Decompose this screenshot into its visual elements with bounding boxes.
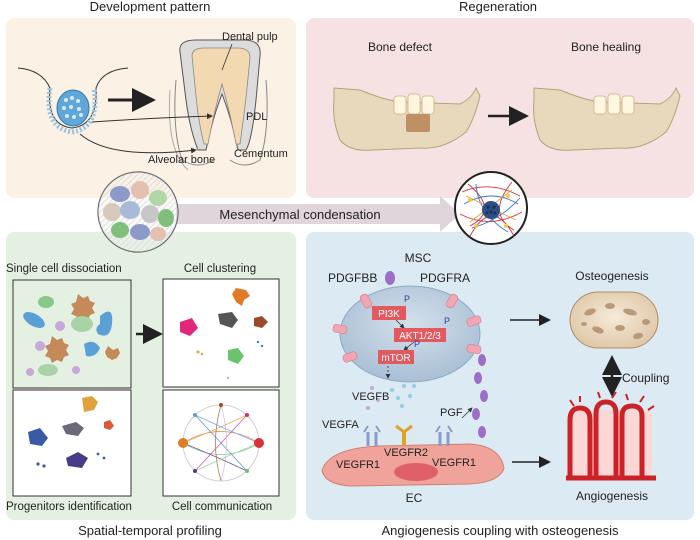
single-cell-box [12, 279, 132, 389]
tooth-bud-illustration [17, 67, 129, 135]
vegfb-label: VEGFB [352, 391, 389, 403]
bone-healing-label: Bone healing [571, 40, 641, 54]
ec-nucleus [394, 463, 438, 481]
condensation-arrow [176, 196, 460, 232]
progenitors-box [12, 389, 132, 497]
alveolar-bone-label: Alveolar bone [148, 154, 215, 166]
pi3k-label: PI3K [378, 309, 400, 320]
communication-label: Cell communication [172, 501, 272, 513]
osteogenesis-label: Osteogenesis [575, 269, 648, 283]
vegfr1-right-label: VEGFR1 [432, 457, 476, 469]
vegfr-receptors [363, 424, 453, 446]
akt-to-mtor-arrow [403, 341, 415, 351]
vegfa-label: VEGFA [322, 419, 359, 431]
condensation-circle [454, 171, 528, 245]
pdgfra-receptor [332, 293, 482, 363]
cell-cluster-circle [97, 171, 179, 253]
regeneration-title: Regeneration [459, 0, 537, 14]
clustering-box [162, 278, 280, 388]
angiogenesis-title: Angiogenesis coupling with osteogenesis [381, 523, 619, 538]
development-title: Development pattern [90, 0, 211, 14]
pdgfbb-ligand [385, 271, 395, 285]
dental-pulp-label: Dental pulp [222, 31, 278, 43]
vegfr1-left-label: VEGFR1 [336, 459, 380, 471]
pi3k-to-akt-arrow [395, 319, 405, 329]
akt-label: AKT1/2/3 [399, 331, 441, 342]
pdl-label: PDL [246, 111, 267, 123]
pgf-particles [472, 354, 488, 438]
bud-to-bone-arrow [79, 133, 197, 154]
angiogenesis-label: Angiogenesis [576, 489, 648, 503]
vegfa-particles [366, 386, 380, 410]
condensation-label: Mesenchymal condensation [219, 207, 380, 222]
msc-label: MSC [405, 251, 432, 265]
bud-to-pdl-arrow [91, 113, 213, 123]
single-cell-label: Single cell dissociation [6, 263, 122, 275]
jaw-defect-illustration [333, 86, 481, 151]
mtor-box [378, 350, 414, 364]
pi3k-phospho: P [404, 294, 410, 304]
pi3k-box [372, 306, 406, 320]
profiling-title: Spatial-temporal profiling [78, 523, 222, 538]
ec-label: EC [406, 491, 423, 505]
akt-box [394, 328, 446, 342]
dental-pulp-leader [221, 43, 233, 71]
mtor-label: mTOR [381, 353, 410, 364]
angiogenesis-vessels [566, 391, 656, 481]
pgf-label: PGF [440, 407, 463, 419]
vegfb-particles [389, 383, 417, 409]
regeneration-panel [306, 18, 694, 198]
pgf-arrow [461, 407, 473, 419]
vegfr2-label: VEGFR2 [384, 447, 428, 459]
cementum-label: Cementum [234, 148, 288, 160]
pdgfra-label: PDGFRA [420, 271, 470, 285]
jaw-healed-illustration [533, 86, 681, 151]
pdgfbb-label: PDGFBB [328, 271, 377, 285]
clustering-label: Cell clustering [184, 263, 256, 275]
tooth-illustration [168, 39, 268, 171]
coupling-label: Coupling [622, 371, 669, 385]
akt-phospho: P [444, 316, 450, 326]
progenitors-label: Progenitors identification [6, 501, 132, 513]
bone-defect-label: Bone defect [368, 40, 433, 54]
osteogenesis-bone [569, 291, 659, 349]
mtor-phospho: P [414, 339, 420, 349]
communication-box [162, 389, 280, 497]
